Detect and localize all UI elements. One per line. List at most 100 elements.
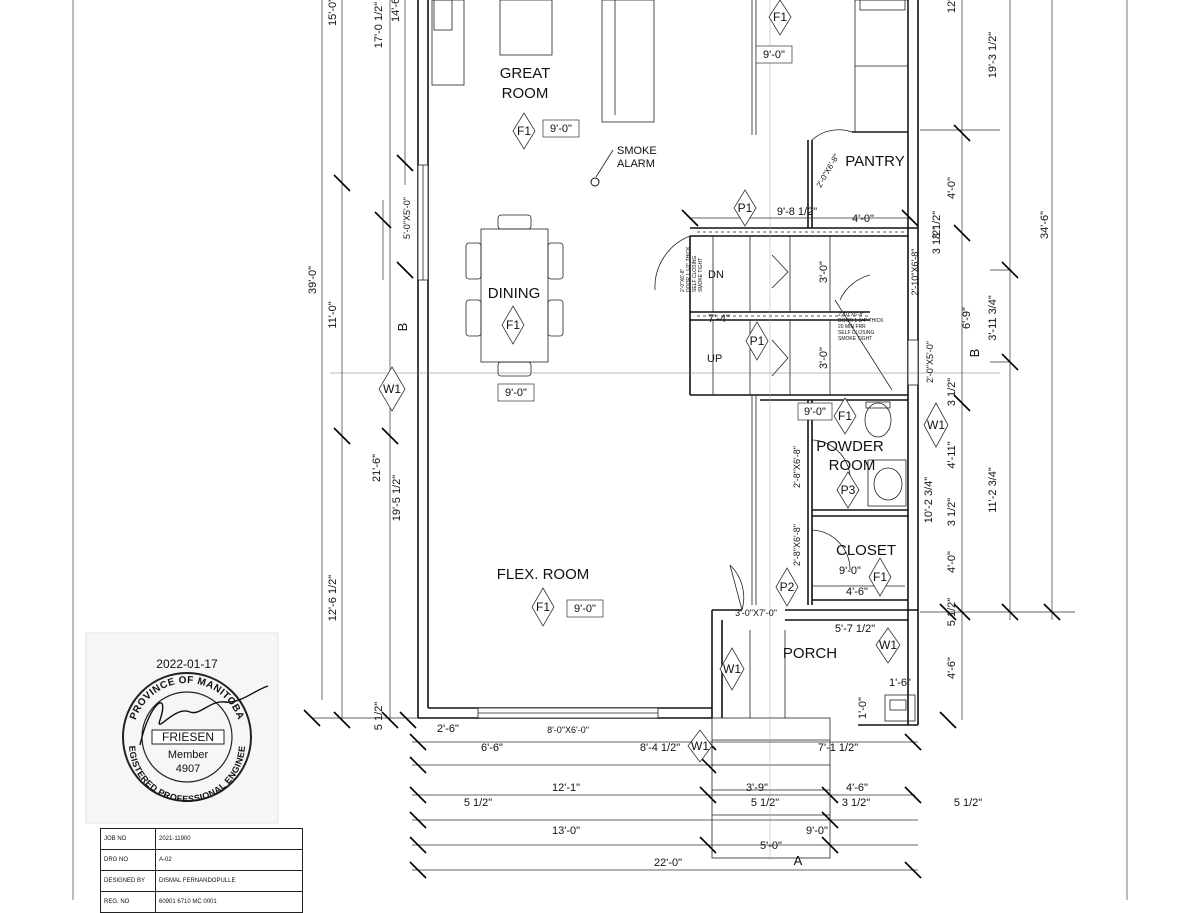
dim-right-10-2: 10'-2 3/4" [923, 477, 935, 523]
finish-tag-f1-flex: F1 [531, 587, 555, 627]
svg-text:P2: P2 [780, 580, 795, 594]
finish-tag-f1-closet: F1 [868, 557, 892, 597]
dim-bot-12-1: 12'-1" [552, 782, 580, 794]
opening-window-left: 5'-0"X5'-0" [402, 197, 412, 239]
signature-mark [139, 685, 269, 746]
svg-text:SELF CLOSING: SELF CLOSING [692, 255, 698, 292]
room-label-porch: PORCH [783, 645, 837, 662]
dim-left-15: 15'-0" [327, 0, 339, 26]
svg-text:F1: F1 [838, 409, 852, 423]
dim-left-21-6: 21'-6" [371, 454, 383, 482]
dim-right-4-11: 4'-11" [946, 441, 958, 468]
dim-bot-4-6: 4'-6" [846, 782, 868, 794]
dim-right-11-2: 11'-2 3/4" [987, 467, 999, 513]
title-block-row: DRG NO A-02 [100, 849, 303, 871]
walls [417, 0, 919, 726]
svg-text:W1: W1 [927, 418, 945, 432]
room-label-flex: FLEX. ROOM [497, 566, 590, 583]
svg-text:9'-0": 9'-0" [505, 387, 527, 399]
dim-left-14-6: 14'-6" [390, 0, 402, 22]
dimension-lines [312, 0, 1075, 871]
dim-stair-3-0-a: 3'-0" [818, 261, 830, 283]
dim-left-17: 17'-0 1/2" [373, 2, 385, 48]
finish-tag-p1-stair: P1 [745, 321, 769, 361]
dim-bot-5-half-b: 5 1/2" [751, 797, 779, 809]
dim-right-3-half-d: 3 1/2" [946, 498, 958, 526]
seal-name: FRIESEN [162, 730, 214, 744]
ceiling-height-top: 9'-0" [755, 45, 793, 64]
svg-text:2'-0"X6'-8": 2'-0"X6'-8" [680, 269, 686, 292]
opening-patio-door: 8'-0"X6'-0" [547, 725, 589, 735]
svg-text:9'-0": 9'-0" [839, 565, 861, 577]
finish-tag-p1-top: P1 [733, 189, 757, 227]
smoke-alarm-label-1: SMOKE [617, 145, 657, 157]
title-block-label: DRG NO [100, 849, 156, 871]
svg-text:F1: F1 [517, 124, 531, 138]
room-label-closet: CLOSET [836, 542, 896, 559]
ceiling-height-closet: 9'-0" [839, 565, 861, 577]
dim-closet-4-6: 4'-6" [846, 586, 868, 598]
dim-bot-9-0: 9'-0" [806, 825, 828, 837]
finish-tag-f1-top: F1 [768, 0, 792, 36]
svg-text:W1: W1 [383, 382, 401, 396]
seal-member-label: Member [168, 749, 209, 761]
svg-text:DOOR 1 3/4" THICK: DOOR 1 3/4" THICK [838, 318, 884, 324]
svg-text:F1: F1 [773, 10, 787, 24]
title-block-label: REG. NO [100, 891, 156, 913]
dim-porch-5-7: 5'-7 1/2" [835, 623, 875, 635]
smoke-alarm-label-2: ALARM [617, 158, 655, 170]
finish-tag-p2: P2 [775, 567, 799, 607]
engineer-seal: 2022-01-17 PROVINCE OF MANITOBA REGISTER… [0, 0, 279, 824]
opening-window-right: 2'-0"X5'-0" [925, 341, 935, 383]
seal-date: 2022-01-17 [156, 657, 218, 671]
window-tag-w1-left: W1 [378, 366, 406, 412]
svg-text:F1: F1 [506, 318, 520, 332]
seal-member-number: 4907 [176, 763, 200, 775]
stair-dn-label: DN [708, 269, 724, 281]
stair-up-label: UP [707, 353, 722, 365]
svg-text:W1: W1 [691, 739, 709, 753]
title-block-row: JOB NO 2021-11900 [100, 828, 303, 850]
svg-text:9'-0": 9'-0" [574, 603, 596, 615]
svg-text:9'-0": 9'-0" [550, 123, 572, 135]
room-label-great-line2: ROOM [502, 85, 549, 102]
title-block-row: REG. NO 60901 6710 MC 0001 [100, 891, 303, 913]
dim-left-5-half: 5 1/2" [373, 702, 385, 730]
ceiling-height-great: 9'-0" [542, 119, 580, 138]
svg-text:SMOKE TIGHT: SMOKE TIGHT [698, 258, 704, 292]
finish-tag-f1-great: F1 [512, 112, 536, 150]
svg-text:F1: F1 [873, 570, 887, 584]
svg-text:SELF CLOSING: SELF CLOSING [838, 330, 875, 336]
finish-tag-f1-powder: F1 [833, 397, 857, 435]
title-block-label: DESIGNED BY [100, 870, 156, 892]
door-note-mid: 2'-10"X6'-8" DOOR 1 3/4" THICK 20 MIN FR… [838, 312, 884, 342]
title-block: JOB NO 2021-11900 DRG NO A-02 DESIGNED B… [100, 828, 303, 913]
dim-bot-22-0: 22'-0" [654, 857, 682, 869]
smoke-alarm-icon [590, 177, 600, 187]
dim-right-19-3: 19'-3 1/2" [987, 32, 999, 78]
room-label-great-line1: GREAT [500, 65, 551, 82]
svg-text:DOOR 1 1/2" THICK: DOOR 1 1/2" THICK [686, 246, 692, 292]
room-label-powder-line1: POWDER [816, 438, 884, 455]
svg-text:SMOKE TIGHT: SMOKE TIGHT [838, 336, 872, 342]
door-note-top: 2'-0"X6'-8" DOOR 1 1/2" THICK SELF CLOSI… [680, 246, 704, 292]
dim-left-11: 11'-0" [327, 301, 339, 328]
dim-left-19-5: 19'-5 1/2" [391, 475, 403, 521]
room-label-pantry: PANTRY [845, 153, 904, 170]
dim-right-1-0: 1'-0" [857, 697, 869, 719]
dim-right-5-half: 5 1/2" [946, 598, 958, 626]
svg-text:20 MIN FRR: 20 MIN FRR [838, 324, 866, 330]
section-marker-b-left: B [395, 323, 410, 332]
dim-bot-3-9: 3'-9" [746, 782, 768, 794]
finish-tag-p3: P3 [836, 471, 860, 509]
svg-text:9'-0": 9'-0" [763, 49, 785, 61]
dim-left-39: 39'-0" [307, 266, 319, 294]
ceiling-height-dining: 9'-0" [497, 383, 535, 402]
opening-pantry-door: 2'-0"X6'-8" [815, 152, 841, 189]
room-label-powder-line2: ROOM [829, 457, 876, 474]
opening-front-door: 3'-0"X7'-0" [735, 608, 777, 618]
ceiling-height-powder: 9'-0" [797, 402, 833, 421]
dim-right-4-6: 4'-6" [946, 657, 958, 679]
svg-text:W1: W1 [879, 638, 897, 652]
